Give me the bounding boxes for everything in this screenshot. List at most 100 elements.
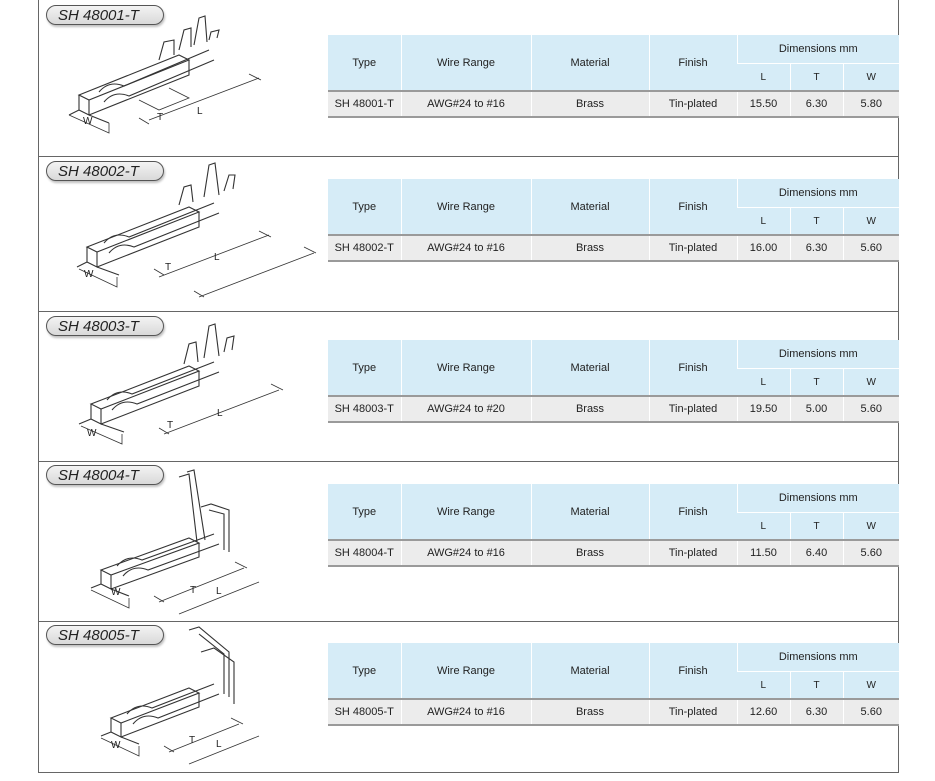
header-type: Type xyxy=(328,643,401,700)
header-finish: Finish xyxy=(648,643,737,700)
header-w: W xyxy=(842,63,899,91)
header-t: T xyxy=(789,512,843,540)
product-section: SH 48002-T W T L xyxy=(39,157,899,312)
terminal-drawing: W T L xyxy=(78,323,284,445)
header-finish: Finish xyxy=(648,484,737,541)
header-wire-range: Wire Range xyxy=(400,179,531,236)
header-t: T xyxy=(789,63,843,91)
w-label: W xyxy=(111,587,121,598)
cell-wire-range: AWG#24 to #16 xyxy=(400,698,531,726)
header-material: Material xyxy=(530,35,649,92)
l-label: L xyxy=(216,739,222,750)
header-w: W xyxy=(842,671,899,699)
cell-l: 19.50 xyxy=(736,395,790,423)
cell-w: 5.80 xyxy=(842,90,899,118)
header-dimensions: Dimensions mm xyxy=(736,484,899,513)
l-label: L xyxy=(216,586,222,597)
w-label: W xyxy=(84,269,94,280)
product-section: SH 48001-T W T L xyxy=(39,0,899,157)
cell-t: 6.30 xyxy=(789,234,843,262)
cell-finish: Tin-plated xyxy=(648,234,737,262)
header-t: T xyxy=(789,207,843,235)
header-t: T xyxy=(789,671,843,699)
cell-w: 5.60 xyxy=(842,395,899,423)
cell-material: Brass xyxy=(530,539,649,567)
w-label: W xyxy=(87,428,97,439)
header-w: W xyxy=(842,207,899,235)
l-label: L xyxy=(197,106,203,117)
header-material: Material xyxy=(530,179,649,236)
cell-wire-range: AWG#24 to #16 xyxy=(400,539,531,567)
cell-material: Brass xyxy=(530,90,649,118)
cell-wire-range: AWG#24 to #16 xyxy=(400,234,531,262)
header-wire-range: Wire Range xyxy=(400,340,531,397)
cell-material: Brass xyxy=(530,234,649,262)
header-t: T xyxy=(789,368,843,396)
product-tag: SH 48005-T xyxy=(46,625,164,645)
cell-l: 16.00 xyxy=(736,234,790,262)
cell-l: 15.50 xyxy=(736,90,790,118)
cell-finish: Tin-plated xyxy=(648,90,737,118)
table-row: SH 48003-T AWG#24 to #20 Brass Tin-plate… xyxy=(328,395,899,423)
header-wire-range: Wire Range xyxy=(400,484,531,541)
header-finish: Finish xyxy=(648,340,737,397)
header-l: L xyxy=(737,671,790,699)
cell-w: 5.60 xyxy=(842,539,899,567)
product-tag: SH 48003-T xyxy=(46,316,164,336)
header-wire-range: Wire Range xyxy=(400,35,531,92)
w-label: W xyxy=(83,116,93,127)
header-dimensions: Dimensions mm xyxy=(736,179,899,208)
product-tag: SH 48001-T xyxy=(46,5,164,25)
cell-l: 12.60 xyxy=(736,698,790,726)
product-tag: SH 48004-T xyxy=(46,465,164,485)
cell-type: SH 48005-T xyxy=(328,698,401,726)
header-dimensions: Dimensions mm xyxy=(736,35,899,64)
header-wire-range: Wire Range xyxy=(400,643,531,700)
spec-table: Type Wire Range Material Finish Dimensio… xyxy=(328,340,899,423)
header-w: W xyxy=(842,368,899,396)
header-dimensions: Dimensions mm xyxy=(736,340,899,369)
header-material: Material xyxy=(530,484,649,541)
terminal-drawing: W T L xyxy=(90,469,260,615)
catalog-frame: SH 48001-T W T L xyxy=(38,0,899,773)
header-finish: Finish xyxy=(648,35,737,92)
cell-finish: Tin-plated xyxy=(648,698,737,726)
l-label: L xyxy=(214,252,220,263)
cell-t: 6.30 xyxy=(789,698,843,726)
t-label: T xyxy=(167,420,173,431)
cell-wire-range: AWG#24 to #20 xyxy=(400,395,531,423)
header-l: L xyxy=(737,63,790,91)
spec-table: Type Wire Range Material Finish Dimensio… xyxy=(328,179,899,262)
product-section: SH 48005-T W T L xyxy=(39,622,899,773)
header-finish: Finish xyxy=(648,179,737,236)
t-label: T xyxy=(165,262,171,273)
t-label: T xyxy=(190,585,196,596)
product-section: SH 48003-T W T L Type xyxy=(39,312,899,462)
cell-type: SH 48002-T xyxy=(328,234,401,262)
l-label: L xyxy=(217,408,223,419)
spec-table: Type Wire Range Material Finish Dimensio… xyxy=(328,643,899,726)
header-l: L xyxy=(737,368,790,396)
cell-t: 5.00 xyxy=(789,395,843,423)
product-tag: SH 48002-T xyxy=(46,161,164,181)
cell-material: Brass xyxy=(530,698,649,726)
header-l: L xyxy=(737,207,790,235)
product-section: SH 48004-T W T L xyxy=(39,462,899,622)
cell-t: 6.30 xyxy=(789,90,843,118)
header-l: L xyxy=(737,512,790,540)
cell-wire-range: AWG#24 to #16 xyxy=(400,90,531,118)
cell-w: 5.60 xyxy=(842,698,899,726)
cell-material: Brass xyxy=(530,395,649,423)
header-w: W xyxy=(842,512,899,540)
w-label: W xyxy=(111,740,121,751)
terminal-drawing: W T L xyxy=(100,626,260,765)
cell-l: 11.50 xyxy=(736,539,790,567)
header-type: Type xyxy=(328,179,401,236)
cell-finish: Tin-plated xyxy=(648,395,737,423)
table-row: SH 48004-T AWG#24 to #16 Brass Tin-plate… xyxy=(328,539,899,567)
header-type: Type xyxy=(328,484,401,541)
t-label: T xyxy=(157,112,163,123)
cell-type: SH 48004-T xyxy=(328,539,401,567)
spec-table: Type Wire Range Material Finish Dimensio… xyxy=(328,35,899,118)
terminal-drawing: W T L xyxy=(68,15,262,134)
